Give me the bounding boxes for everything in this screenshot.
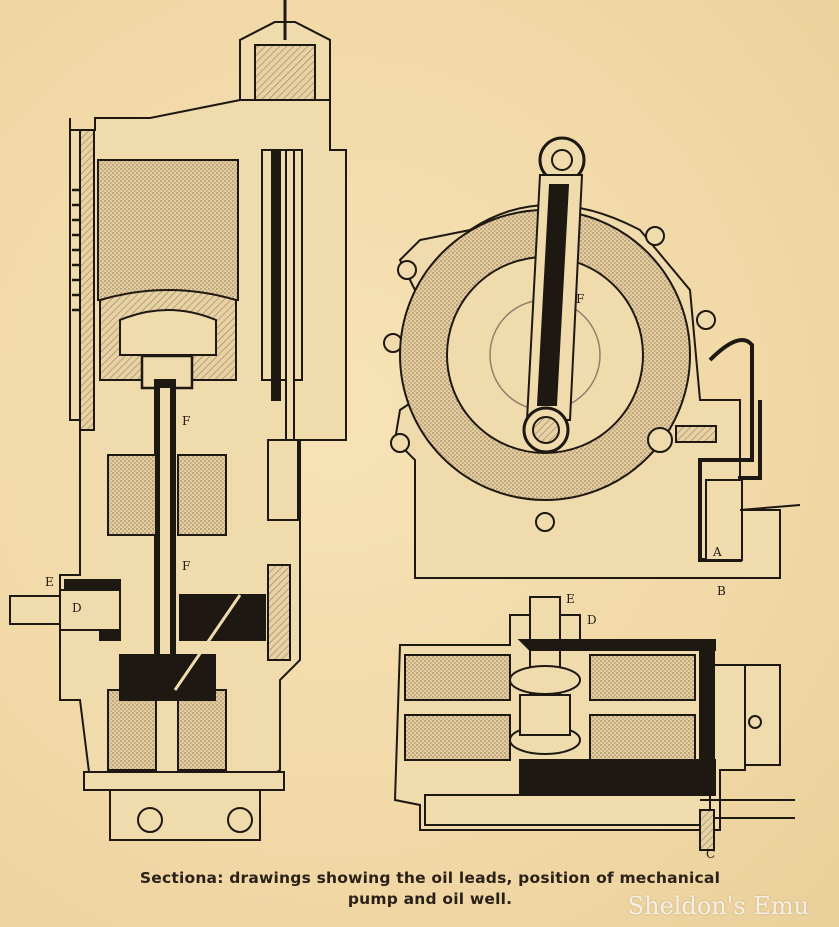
label-f-lower: F xyxy=(182,559,190,573)
plan-section-drawing xyxy=(393,596,795,851)
vertical-section-labels: F F E D xyxy=(45,414,190,615)
caption-line-2: pump and oil well. xyxy=(347,890,513,908)
watermark-text: Sheldon's Emu xyxy=(627,892,809,920)
engine-sectional-drawings: F F E D F A B xyxy=(9,0,801,860)
figure-caption: Sectiona: drawings showing the oil leads… xyxy=(80,868,780,910)
side-elevation-labels: F A B xyxy=(576,292,726,598)
label-d-left: D xyxy=(72,601,82,615)
label-f-right: F xyxy=(576,292,584,306)
plan-section-labels: E D C xyxy=(566,592,715,860)
label-c: C xyxy=(706,847,715,860)
label-f-upper: F xyxy=(182,414,190,428)
label-e-left: E xyxy=(45,575,54,589)
watermark: Sheldon's Emu xyxy=(628,892,809,920)
label-a: A xyxy=(712,545,722,559)
side-elevation-drawing xyxy=(383,136,801,579)
label-e-plan: E xyxy=(566,592,575,606)
label-d-plan: D xyxy=(587,613,597,627)
label-b: B xyxy=(717,584,726,598)
caption-line-1: Sectiona: drawings showing the oil leads… xyxy=(139,869,721,887)
vertical-section-drawing xyxy=(9,0,347,841)
